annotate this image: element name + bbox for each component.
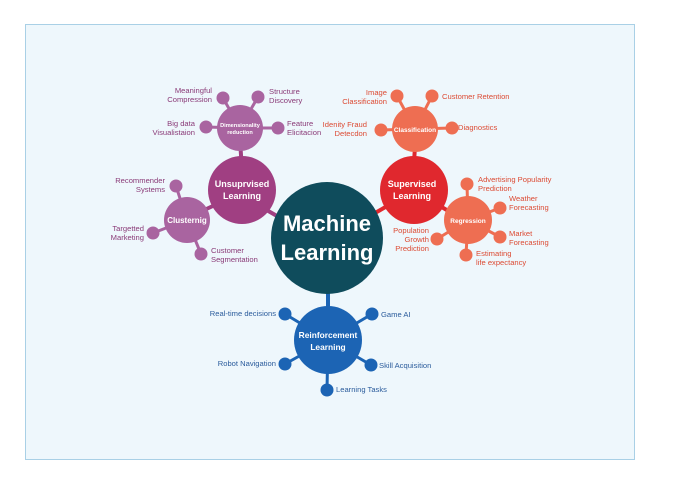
node-machine-learning: Machine Learning xyxy=(271,182,383,294)
node-classification: Classification xyxy=(392,106,438,152)
leaf-label: Advertising Popularity xyxy=(478,175,552,184)
leaf-label: Systems xyxy=(136,185,165,194)
leaf-label: Game AI xyxy=(381,310,411,319)
unsupervised-label-2: Learning xyxy=(223,191,261,201)
reinforcement-leaf-labels: Real-time decisions Game AI Robot Naviga… xyxy=(210,309,432,394)
leaf-dot xyxy=(459,248,473,262)
leaf-label: Real-time decisions xyxy=(210,309,276,318)
leaf-label: Compression xyxy=(167,95,212,104)
leaf-label: Elicitacion xyxy=(287,128,321,137)
node-reinforcement: Reinforcement Learning xyxy=(294,306,362,374)
leaf-dot xyxy=(146,226,160,240)
leaf-dot xyxy=(425,89,439,103)
leaf-label: Weather xyxy=(509,194,538,203)
leaf-label: Forecasting xyxy=(509,238,549,247)
dimensionality-label-1: Dimensionality xyxy=(220,123,261,129)
node-unsupervised: Unsuprvised Learning xyxy=(208,156,276,224)
leaf-label: Structure xyxy=(269,87,300,96)
regression-label: Regression xyxy=(450,218,485,225)
classification-label: Classification xyxy=(394,127,436,134)
leaf-label: Diagnostics xyxy=(458,123,497,132)
leaf-label: Targetted xyxy=(112,224,144,233)
leaf-label: Image xyxy=(366,88,387,97)
leaf-label: Recommender xyxy=(115,176,165,185)
center-label-2: Learning xyxy=(281,240,374,265)
leaf-label: Big data xyxy=(167,119,196,128)
supervised-leaf-labels: Image Classification Customer Retention … xyxy=(323,88,552,267)
center-label-1: Machine xyxy=(283,211,371,236)
leaf-dot xyxy=(216,91,230,105)
leaf-label: Learning Tasks xyxy=(336,385,387,394)
leaf-dot xyxy=(390,89,404,103)
leaf-dot xyxy=(251,90,265,104)
leaf-dots xyxy=(146,89,507,397)
leaf-label: Marketing xyxy=(111,233,144,242)
leaf-dot xyxy=(445,121,459,135)
leaf-label: Customer xyxy=(211,246,244,255)
leaf-label: Prediction xyxy=(395,244,429,253)
leaf-label: life expectancy xyxy=(476,258,526,267)
supervised-label-1: Supervised xyxy=(388,179,437,189)
leaf-label: Customer Retention xyxy=(442,92,510,101)
leaf-label: Idenity Fraud xyxy=(323,120,367,129)
leaf-dot xyxy=(278,357,292,371)
leaf-label: Visualistaion xyxy=(153,128,196,137)
leaf-label: Prediction xyxy=(478,184,512,193)
leaf-dot xyxy=(169,179,183,193)
node-regression: Regression xyxy=(444,196,492,244)
leaf-label: Population xyxy=(393,226,429,235)
leaf-dot xyxy=(278,307,292,321)
leaf-dot xyxy=(364,358,378,372)
leaf-label: Classification xyxy=(342,97,387,106)
leaf-dot xyxy=(199,120,213,134)
node-supervised: Supervised Learning xyxy=(380,156,448,224)
leaf-label: Estimating xyxy=(476,249,511,258)
leaf-label: Forecasting xyxy=(509,203,549,212)
leaf-dot xyxy=(460,177,474,191)
node-dimensionality: Dimensionality reduction xyxy=(217,105,263,151)
leaf-label: Growth xyxy=(405,235,429,244)
leaf-label: Segmentation xyxy=(211,255,258,264)
leaf-dot xyxy=(365,307,379,321)
leaf-label: Discovery xyxy=(269,96,303,105)
unsupervised-label-1: Unsuprvised xyxy=(215,179,270,189)
clustering-label: Clusternig xyxy=(167,216,207,225)
leaf-dot xyxy=(374,123,388,137)
leaf-dot xyxy=(430,232,444,246)
leaf-dot xyxy=(271,121,285,135)
leaf-dot xyxy=(194,247,208,261)
supervised-label-2: Learning xyxy=(393,191,431,201)
leaf-label: Detecdon xyxy=(334,129,367,138)
leaf-label: Robot Navigation xyxy=(218,359,276,368)
reinforcement-label-1: Reinforcement xyxy=(299,330,358,340)
leaf-label: Feature xyxy=(287,119,313,128)
dimensionality-label-2: reduction xyxy=(227,130,253,136)
leaf-label: Skill Acquisition xyxy=(379,361,431,370)
unsupervised-leaf-labels: Meaningful Compression Structure Discove… xyxy=(111,86,322,264)
reinforcement-label-2: Learning xyxy=(310,342,345,352)
leaf-dot xyxy=(493,230,507,244)
leaf-label: Market xyxy=(509,229,533,238)
node-clustering: Clusternig xyxy=(164,197,210,243)
leaf-label: Meaningful xyxy=(175,86,212,95)
leaf-dot xyxy=(493,201,507,215)
leaf-dot xyxy=(320,383,334,397)
